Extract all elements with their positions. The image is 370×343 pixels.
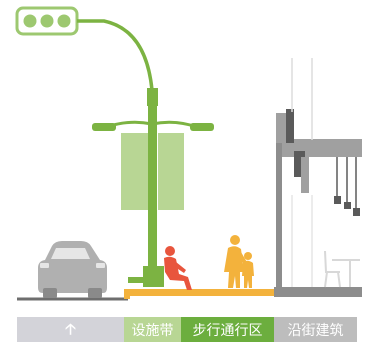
walking-zone-label: 步行通行区 [181,317,274,342]
facility-zone-label: 设施带 [124,317,181,342]
hanging-lamps [334,157,360,216]
lamp-pole [92,88,214,287]
building-frontage [276,58,362,287]
chair-and-table [324,250,360,288]
arrow-up-icon: 🡡 [65,320,76,338]
frontage-zone-label: 沿街建筑 [274,317,357,342]
seated-person-icon [164,246,192,290]
traffic-signal [15,6,154,91]
car-icon [38,241,107,298]
child-pedestrian-icon [242,252,254,288]
sidewalk [124,289,275,299]
roadway-zone: 🡡 [17,317,124,342]
building-base [274,287,362,297]
